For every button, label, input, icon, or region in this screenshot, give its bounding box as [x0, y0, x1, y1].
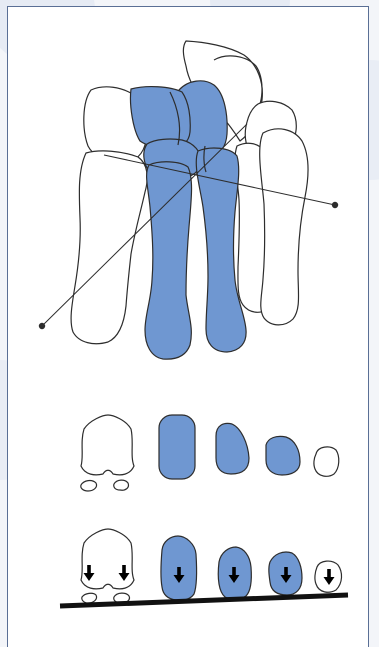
- third-metatarsal-section: [216, 423, 249, 474]
- down-arrow-icon: [177, 567, 181, 576]
- dorsal-foot-view: [39, 41, 337, 359]
- intermediate-cuneiform: [130, 87, 190, 148]
- ground-line: [60, 595, 348, 606]
- weight-bearing-row: [60, 529, 348, 606]
- down-arrow-icon: [232, 567, 236, 576]
- second-metatarsal-section: [159, 415, 195, 479]
- second-metatarsal: [145, 162, 192, 359]
- axis-endpoint: [39, 323, 44, 328]
- sesamoid-medial-loaded: [82, 593, 97, 603]
- first-metatarsal-section: [81, 415, 134, 475]
- fifth-metatarsal-section: [314, 447, 339, 476]
- sesamoid-medial: [81, 481, 97, 491]
- axis-endpoint: [332, 202, 337, 207]
- sesamoid-lateral: [114, 480, 129, 490]
- first-metatarsal: [71, 151, 147, 344]
- down-arrow-icon: [327, 569, 331, 578]
- fifth-metatarsal: [260, 129, 308, 325]
- down-arrow-icon: [284, 567, 288, 576]
- down-arrow-icon: [122, 565, 126, 574]
- down-arrow-icon: [87, 565, 91, 574]
- fourth-metatarsal-section: [266, 436, 300, 475]
- cross-section-row: [81, 415, 339, 491]
